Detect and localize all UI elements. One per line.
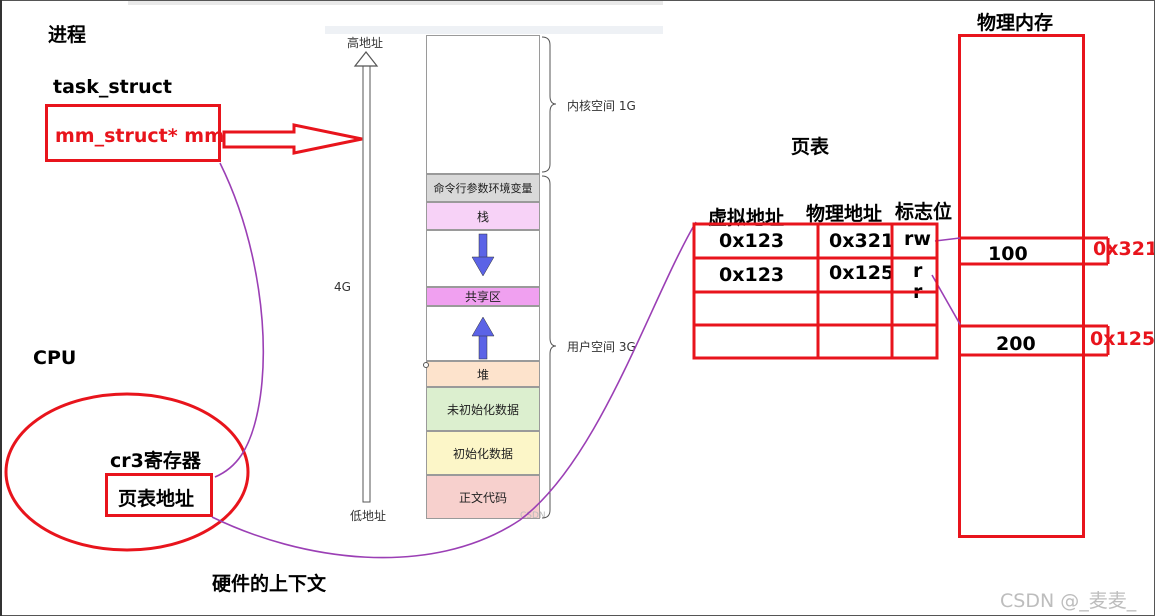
row1-virtual: 0x123 — [719, 230, 785, 252]
kernel-space-brace — [541, 36, 557, 173]
address-range-arrow — [353, 51, 379, 503]
top-strip-2 — [325, 26, 663, 34]
memory-slot-200 — [960, 324, 1110, 357]
heap-growth-arrow — [471, 316, 495, 360]
kernel-space-label: 内核空间 1G — [567, 99, 636, 113]
page-table-grid — [692, 222, 939, 360]
size-4g-label: 4G — [334, 280, 351, 294]
hardware-context-caption: 硬件的上下文 — [212, 573, 327, 595]
slot1-value: 100 — [988, 243, 1028, 265]
cpu-title: CPU — [33, 347, 77, 369]
kernel-space-block — [426, 35, 540, 174]
slot2-address: 0x125 — [1090, 328, 1155, 350]
cmdline-env-segment: 命令行参数环境变量 — [426, 174, 540, 202]
stack-segment: 栈 — [426, 202, 540, 230]
mm-to-cr3-connector — [214, 162, 265, 478]
stack-growth-arrow — [471, 233, 495, 277]
header-flags: 标志位 — [895, 201, 953, 223]
user-space-label: 用户空间 3G — [567, 340, 636, 354]
row1-flag: rw — [904, 228, 931, 250]
heap-segment: 堆 — [426, 361, 540, 387]
physical-memory-box — [958, 34, 1085, 538]
shared-segment: 共享区 — [426, 287, 540, 306]
physical-memory-title: 物理内存 — [977, 12, 1054, 34]
top-strip — [128, 0, 663, 5]
bss-segment: 未初始化数据 — [426, 387, 540, 431]
page-table-address-label: 页表地址 — [118, 488, 195, 510]
page-table-title: 页表 — [791, 136, 830, 158]
mm-field-label: mm_struct* mm — [55, 125, 224, 147]
header-physical-address: 物理地址 — [806, 203, 883, 225]
user-space-brace — [541, 175, 557, 519]
cpu-ellipse — [4, 392, 250, 552]
slot2-value: 200 — [996, 333, 1036, 355]
high-address-label: 高地址 — [347, 36, 384, 50]
row1-physical: 0x321 — [829, 230, 895, 252]
page-table-address-box — [105, 473, 213, 517]
heap-anchor-dot — [423, 362, 429, 368]
mm-field-box — [45, 104, 221, 162]
csdn-mini-watermark: CSDN — [520, 511, 546, 521]
row2-virtual: 0x123 — [719, 264, 785, 286]
low-address-label: 低地址 — [350, 509, 387, 523]
task-struct-label: task_struct — [53, 76, 172, 98]
process-title: 进程 — [48, 24, 87, 46]
cr3-register-label: cr3寄存器 — [110, 450, 201, 472]
text-segment: 正文代码 — [426, 475, 540, 519]
cr3-to-page-table-connector — [211, 221, 697, 559]
row2-flag: r — [913, 260, 923, 282]
row1-to-memory-connector — [934, 237, 961, 242]
mm-to-address-space-arrow — [222, 123, 363, 155]
memory-slot-100 — [960, 236, 1110, 266]
data-segment: 初始化数据 — [426, 431, 540, 475]
row2-physical: 0x125 — [829, 262, 895, 284]
footer-watermark: CSDN @_麦麦_ — [1000, 590, 1137, 612]
